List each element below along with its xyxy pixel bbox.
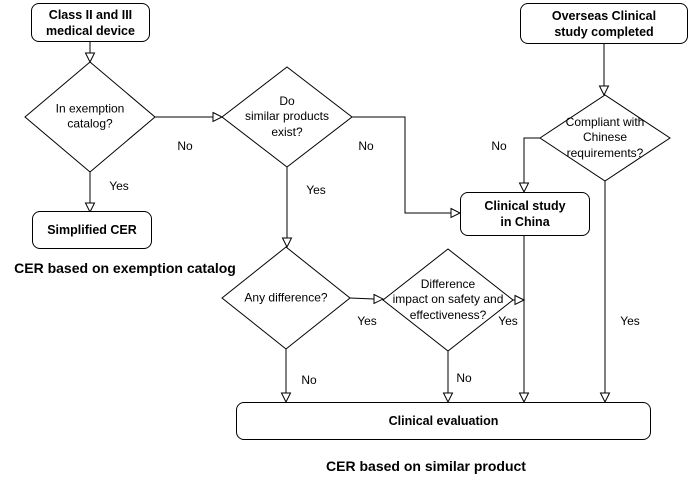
decision-compliant-chinese-label: Compliant with Chinese requirements? [565,114,645,160]
arrowhead-into-chinastudy-left [450,207,462,219]
edge-label-exemption-no: No [177,139,193,153]
caption-cer-exemption-catalog: CER based on exemption catalog [14,260,236,276]
arrowhead-into-difference-impact [373,293,385,305]
decision-any-difference-label: Any difference? [244,290,328,305]
node-overseas-clinical-study: Overseas Clinical study completed [520,3,688,44]
edge-label-compliant-no: No [491,139,507,153]
decision-compliant-chinese-shape [539,94,671,182]
edge-label-any-difference-yes: Yes [357,314,377,328]
edge-compliant-no [523,137,540,183]
arrowhead-into-chinastudy-top [518,182,530,194]
node-class-ii-iii-device-label: Class II and III medical device [46,7,135,38]
edge-label-exemption-yes: Yes [109,179,129,193]
node-clinical-evaluation: Clinical evaluation [236,402,651,440]
arrowhead-into-any-difference [281,237,293,249]
arrowhead-into-exemption [84,52,96,64]
edge-label-compliant-yes: Yes [620,314,640,328]
node-clinical-study-china: Clinical study in China [460,192,590,236]
arrowhead-into-simplified-cer [84,202,96,214]
arrowhead-into-similar [212,111,224,123]
edge-label-impact-no: No [456,371,472,385]
decision-exemption-catalog-label: In exemption catalog? [55,101,125,131]
arrowhead-compliant-into-evaluation [599,392,611,404]
arrowhead-into-compliant [598,85,610,97]
decision-similar-products-label: Do similar products exist? [244,93,330,139]
arrowhead-chinastudy-into-evaluation [518,392,530,404]
edge-label-impact-yes: Yes [498,314,518,328]
edge-similar-no [352,116,451,214]
node-overseas-clinical-study-label: Overseas Clinical study completed [551,8,657,39]
arrowhead-impact-into-evaluation [442,392,454,404]
edge-any-difference-yes [349,297,375,300]
edge-label-similar-yes: Yes [306,183,326,197]
edge-label-similar-no: No [358,139,374,153]
node-class-ii-iii-device: Class II and III medical device [31,3,150,42]
edge-label-any-difference-no: No [301,373,317,387]
arrowhead-anydiff-into-evaluation [280,392,292,404]
node-simplified-cer: Simplified CER [32,211,152,249]
node-clinical-study-china-label: Clinical study in China [484,199,566,229]
caption-cer-similar-product: CER based on similar product [326,458,526,474]
node-clinical-evaluation-label: Clinical evaluation [388,414,499,428]
node-simplified-cer-label: Simplified CER [47,223,137,237]
decision-difference-impact-label: Difference impact on safety and effectiv… [392,276,504,322]
arrowhead-impact-yes-join [514,294,526,306]
